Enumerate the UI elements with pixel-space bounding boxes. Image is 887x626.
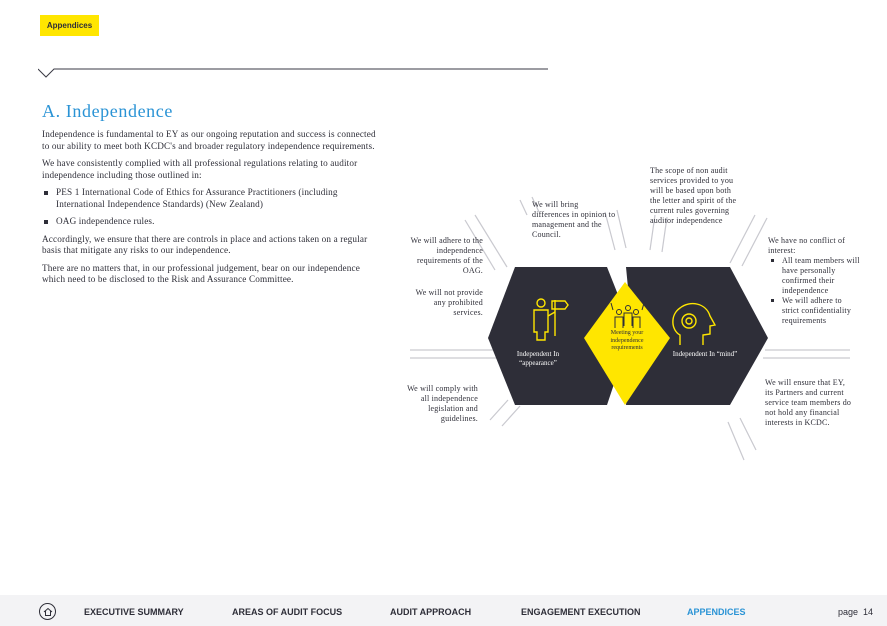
center-diamond — [584, 282, 670, 405]
regulations-list: PES 1 International Code of Ethics for A… — [42, 187, 377, 228]
section-divider — [38, 68, 548, 78]
adhere-oag-text: We will adhere to the independence requi… — [410, 236, 483, 275]
paragraph-matters: There are no matters that, in our profes… — [42, 262, 360, 285]
list-item: PES 1 International Code of Ethics for A… — [42, 187, 377, 210]
nav-appendices[interactable]: APPENDICES — [687, 607, 746, 617]
comply-legislation-text: We will comply with all independence leg… — [407, 384, 478, 423]
person-sign-icon — [533, 298, 569, 341]
mind-label: Independent In “mind” — [672, 350, 738, 358]
bring-differences-text: We will bring differences in opinion to … — [532, 200, 616, 239]
list-item: All team members will have personally co… — [768, 256, 860, 296]
independence-diagram: Independent In “appearance” Independent … — [380, 160, 860, 480]
page-number: page 14 — [838, 607, 873, 617]
diagram-shapes — [410, 196, 850, 461]
page-label: page — [838, 607, 859, 617]
footer-nav: EXECUTIVE SUMMARY AREAS OF AUDIT FOCUS A… — [0, 595, 887, 626]
page-title: A. Independence — [42, 101, 173, 121]
appearance-label: Independent In “appearance” — [516, 350, 560, 367]
nav-engagement-execution[interactable]: ENGAGEMENT EXECUTION — [521, 607, 641, 617]
list-item: OAG independence rules. — [42, 216, 377, 228]
head-brain-icon — [672, 302, 717, 345]
nav-executive-summary[interactable]: EXECUTIVE SUMMARY — [84, 607, 184, 617]
mind-hexagon — [626, 267, 768, 405]
group-people-icon — [610, 302, 645, 328]
no-conflict-list: All team members will have personally co… — [768, 256, 860, 326]
paragraph-intro: Independence is fundamental to EY as our… — [42, 129, 376, 151]
page-number-value: 14 — [863, 607, 874, 617]
list-item: We will adhere to strict confidentiality… — [768, 296, 860, 326]
no-conflict-title: We have no conflict of interest: — [768, 236, 846, 255]
home-button[interactable] — [39, 603, 56, 620]
home-icon — [43, 607, 52, 616]
nav-audit-approach[interactable]: AUDIT APPROACH — [390, 607, 472, 617]
non-audit-scope-text: The scope of non audit services provided… — [650, 166, 737, 225]
appearance-hexagon — [488, 267, 632, 405]
no-prohibited-text: We will not provide any prohibited servi… — [415, 288, 483, 317]
center-label: Meeting your independence requirements — [610, 330, 644, 351]
appendices-tag: Appendices — [40, 15, 99, 36]
nav-areas-of-audit-focus[interactable]: AREAS OF AUDIT FOCUS — [232, 607, 343, 617]
financial-interests-text: We will ensure that EY, its Partners and… — [765, 378, 852, 427]
no-conflict-text: We have no conflict of interest: All tea… — [768, 236, 860, 326]
paragraph-controls: Accordingly, we ensure that there are co… — [42, 233, 368, 256]
paragraph-compliance: We have consistently complied with all p… — [42, 158, 358, 180]
body-text: Independence is fundamental to EY as our… — [42, 129, 377, 292]
